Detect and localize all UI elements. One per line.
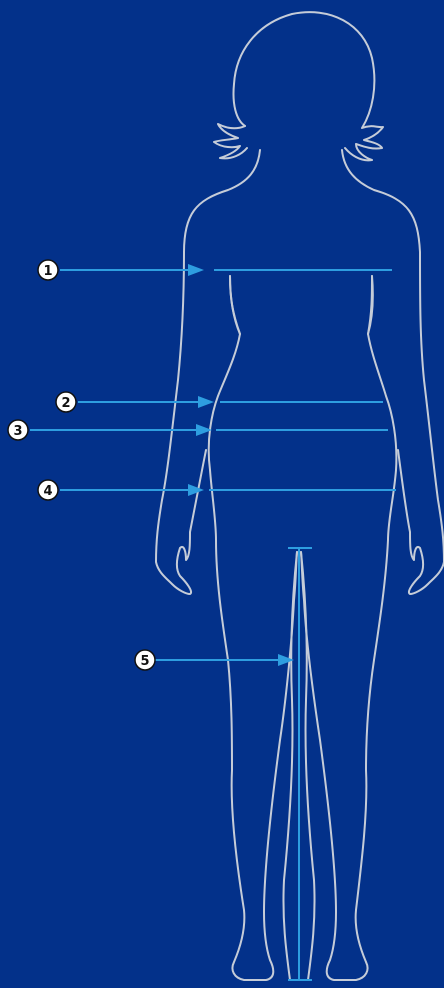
marker-3-label: 3 xyxy=(13,424,22,439)
marker-4: 4 xyxy=(38,480,58,500)
marker-4-label: 4 xyxy=(43,484,52,499)
marker-2: 2 xyxy=(56,392,76,412)
marker-2-label: 2 xyxy=(61,396,70,411)
marker-3: 3 xyxy=(8,420,28,440)
marker-5-label: 5 xyxy=(140,654,149,669)
marker-5: 5 xyxy=(135,650,155,670)
marker-1-label: 1 xyxy=(43,264,52,279)
marker-1: 1 xyxy=(38,260,58,280)
